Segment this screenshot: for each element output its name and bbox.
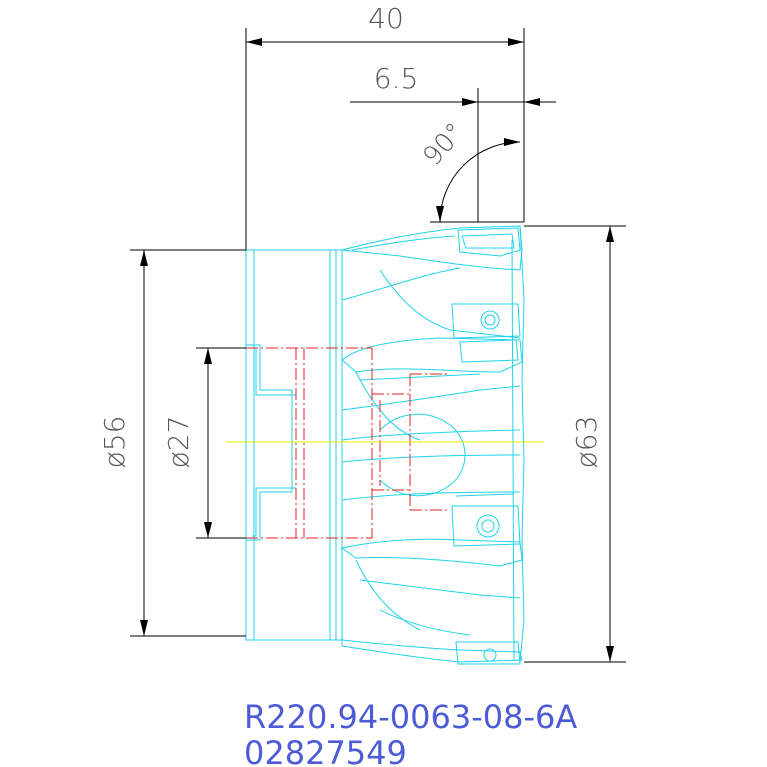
dim-cutting-diameter (524, 225, 626, 663)
dim-label-90: 90° (417, 117, 470, 171)
dim-entering-angle (430, 138, 524, 223)
dim-label-d63: ø63 (570, 416, 603, 469)
bore-hidden-lines (246, 347, 450, 539)
dim-label-6-5: 6.5 (374, 62, 419, 95)
dim-label-d56: ø56 (98, 416, 131, 469)
dim-label-d27: ø27 (162, 416, 195, 469)
cutter-body-outline (245, 249, 343, 641)
inserts (451, 227, 521, 665)
dim-label-40: 40 (368, 2, 404, 35)
dim-overall-length (130, 28, 525, 251)
part-number: R220.94-0063-08-6A (244, 698, 577, 736)
order-code: 02827549 (244, 734, 407, 767)
insert-bottom (455, 641, 521, 665)
insert-upper (451, 303, 521, 363)
insert-lower (451, 493, 521, 547)
dim-insert-offset (350, 88, 556, 222)
cutter-flutes (340, 225, 525, 663)
insert-top (457, 227, 521, 257)
dim-body-diameter (130, 250, 246, 637)
dim-bore-diameter (196, 347, 246, 539)
